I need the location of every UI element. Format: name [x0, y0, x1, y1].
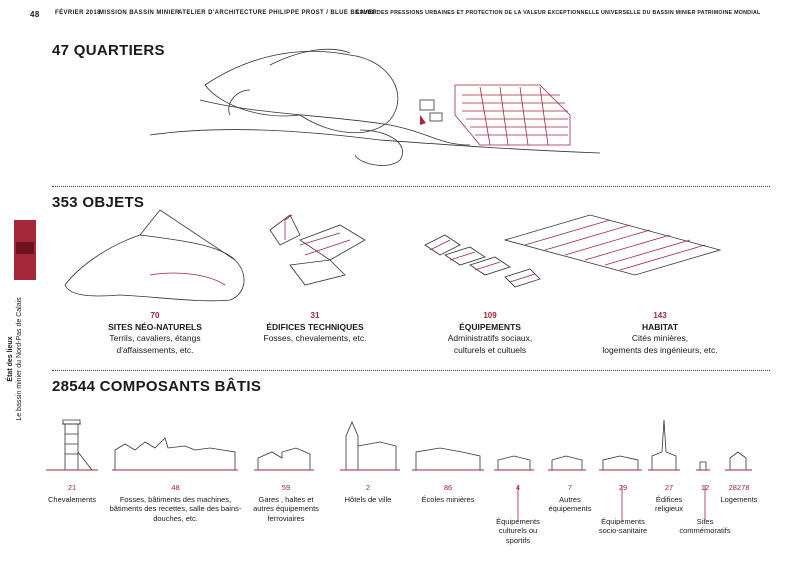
composant-label: Édifices religieux [655, 494, 683, 514]
section-title-composants: 28544 COMPOSANTS BÂTIS [52, 378, 262, 395]
objet-count: 143 [653, 311, 667, 320]
objet-count: 70 [150, 311, 160, 320]
composant-socio-sanitaire: 29 Équipements socio-sanitaire [594, 483, 652, 536]
page-number: 48 [30, 10, 40, 19]
composant-label: Écoles minières [421, 494, 475, 504]
section-title-quartiers: 47 QUARTIERS [52, 42, 165, 59]
composant-ecoles: 86 Écoles minières [414, 483, 482, 504]
sidebar-line2: Le bassin minier du Nord-Pas de Calais [16, 297, 23, 421]
composant-count: 86 [443, 483, 453, 492]
composant-label: Autres équipements [548, 494, 592, 514]
objet-edifices-techniques: 31 ÉDIFICES TECHNIQUES Fosses, chevaleme… [250, 310, 380, 345]
objet-desc: Administratifs sociaux, [447, 333, 533, 343]
composant-count: 29 [618, 483, 628, 492]
composant-chevalements: 21 Chevalements [42, 483, 102, 504]
header-atelier: ATELIER D'ARCHITECTURE PHILIPPE PROST / … [178, 10, 378, 16]
separator [52, 370, 770, 371]
sidebar-tab [14, 220, 36, 280]
separator [52, 186, 770, 187]
objet-desc: Cités minières, [631, 333, 689, 343]
header-mission: MISSION BASSIN MINIER [99, 10, 180, 16]
composant-religieux: 27 Édifices religieux [648, 483, 690, 514]
objet-habitat: 143 HABITAT Cités minières, logements de… [590, 310, 730, 356]
composant-label: Sites commémoratifs [679, 516, 731, 536]
composant-count: 27 [664, 483, 674, 492]
header-date: FÉVRIER 2018 [55, 10, 101, 16]
composant-label: Hôtels de ville [344, 494, 392, 504]
composant-culturels: 4 Équipements culturels ou sportifs [486, 483, 550, 545]
page-header: 48 FÉVRIER 2018 MISSION BASSIN MINIER AT… [0, 10, 800, 24]
objets-illustrations [64, 209, 722, 302]
composant-label: Chevalements [48, 494, 96, 504]
section-title-objets: 353 OBJETS [52, 194, 145, 211]
composant-fosses: 48 Fosses, bâtiments des machines, bâtim… [108, 483, 243, 523]
composant-count: 7 [567, 483, 573, 492]
composant-count: 2 [365, 483, 371, 492]
composant-label: Équipements culturels ou sportifs [496, 516, 540, 545]
composant-label: Fosses, bâtiments des machines, bâtiment… [109, 494, 242, 523]
objet-title: SITES NÉO-NATURELS [108, 321, 202, 332]
composant-count: 48 [171, 483, 180, 492]
objet-count: 109 [483, 311, 497, 320]
objet-equipements: 109 ÉQUIPEMENTS Administratifs sociaux, … [420, 310, 560, 356]
objet-desc: Terrils, cavaliers, étangs [109, 333, 201, 343]
composant-label: Équipements socio-sanitaire [598, 516, 648, 536]
composant-autres: 7 Autres équipements [548, 483, 592, 514]
objet-title: ÉQUIPEMENTS [459, 321, 521, 332]
composant-count: 28278 [728, 483, 750, 492]
objet-title: ÉDIFICES TECHNIQUES [266, 321, 364, 332]
objet-desc: Fosses, chevalements, etc. [263, 333, 367, 343]
composant-count: 21 [67, 483, 77, 492]
objet-title: HABITAT [641, 321, 679, 332]
composant-label: Gares , haltes et autres équipements fer… [253, 494, 319, 523]
composant-count: 59 [281, 483, 291, 492]
quartier-map-illustration [149, 48, 601, 166]
composant-hotels-de-ville: 2 Hôtels de ville [336, 483, 400, 504]
composant-count: 4 [515, 483, 521, 492]
composant-logements: 28278 Logements [718, 483, 760, 504]
composant-gares: 59 Gares , haltes et autres équipements … [250, 483, 322, 523]
header-study: ETUDE DES PRESSIONS URBAINES ET PROTECTI… [356, 10, 761, 16]
objet-desc: d'affaissements, etc. [116, 344, 194, 355]
sidebar-tab-marker [16, 242, 34, 254]
objet-desc: culturels et cultuels [453, 344, 527, 355]
objet-count: 31 [310, 311, 320, 320]
objet-desc: logements des ingénieurs, etc. [602, 344, 718, 355]
composant-count: 12 [700, 483, 710, 492]
composant-commemoratifs: 12 Sites commémoratifs [676, 483, 734, 536]
composants-illustrations [46, 419, 752, 520]
composant-label: Logements [720, 494, 758, 504]
objet-sites-neo-naturels: 70 SITES NÉO-NATURELS Terrils, cavaliers… [70, 310, 240, 356]
